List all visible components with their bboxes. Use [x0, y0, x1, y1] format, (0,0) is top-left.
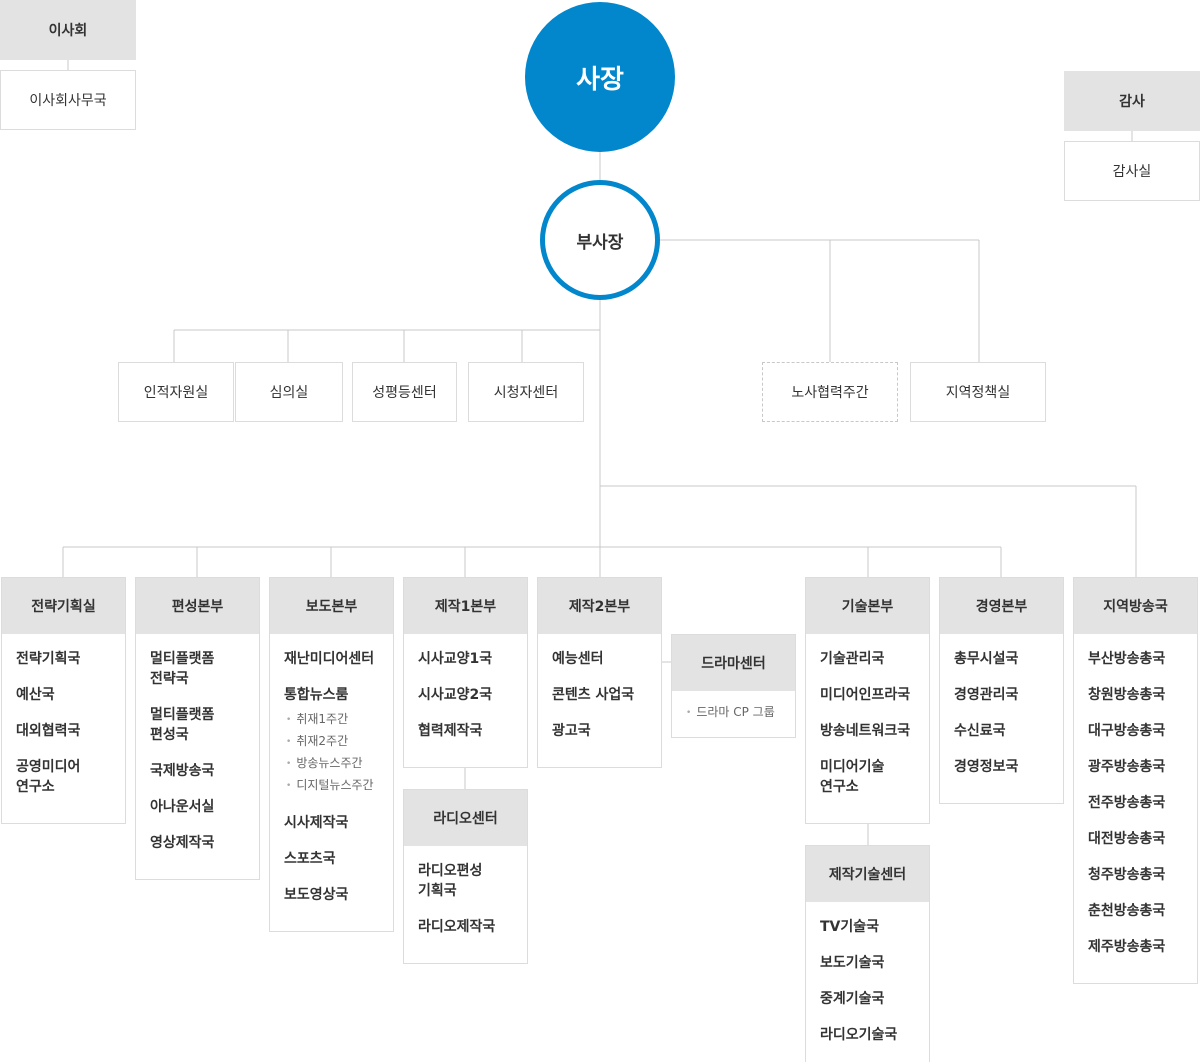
center-drama: 드라마센터 드라마 CP 그룹	[671, 634, 796, 738]
staff-gender-equality-box: 성평등센터	[352, 362, 457, 422]
list-item: 보도영상국	[284, 887, 349, 903]
list-item: 대외협력국	[16, 723, 81, 739]
list-item: 스포츠국	[284, 851, 336, 867]
division-production1-list: 시사교양1국 시사교양2국 협력제작국	[404, 634, 527, 767]
audit-box: 감사	[1064, 71, 1200, 131]
list-item: 청주방송총국	[1088, 867, 1166, 883]
center-radio: 라디오센터 라디오편성 기획국 라디오제작국	[403, 789, 528, 964]
list-item: 멀티플랫폼 전략국	[150, 651, 215, 687]
division-production1-title: 제작1본부	[404, 578, 527, 634]
division-technology-title: 기술본부	[806, 578, 929, 634]
list-item: 통합뉴스룸	[284, 687, 349, 703]
division-technology: 기술본부 기술관리국 미디어인프라국 방송네트워크국 미디어기술 연구소	[805, 577, 930, 824]
list-item: 미디어인프라국	[820, 687, 911, 703]
division-regional-title: 지역방송국	[1074, 578, 1197, 634]
division-production2-title: 제작2본부	[538, 578, 661, 634]
list-item: 라디오제작국	[418, 919, 496, 935]
division-technology-list: 기술관리국 미디어인프라국 방송네트워크국 미디어기술 연구소	[806, 634, 929, 823]
center-drama-list: 드라마 CP 그룹	[672, 691, 795, 737]
sub-list-item: 방송뉴스주간	[284, 753, 379, 775]
division-management: 경영본부 총무시설국 경영관리국 수신료국 경영정보국	[939, 577, 1064, 804]
division-programming: 편성본부 멀티플랫폼 전략국 멀티플랫폼 편성국 국제방송국 아나운서실 영상제…	[135, 577, 260, 880]
list-item: 공영미디어 연구소	[16, 759, 81, 795]
list-item: 방송네트워크국	[820, 723, 911, 739]
list-item: 광주방송총국	[1088, 759, 1166, 775]
division-strategy-title: 전략기획실	[2, 578, 125, 634]
center-radio-title: 라디오센터	[404, 790, 527, 846]
ceo-node: 사장	[525, 2, 675, 152]
center-production-tech-list: TV기술국 보도기술국 중계기술국 라디오기술국	[806, 902, 929, 1062]
center-radio-list: 라디오편성 기획국 라디오제작국	[404, 846, 527, 963]
list-item: 경영정보국	[954, 759, 1019, 775]
sub-list-item: 취재2주간	[284, 731, 379, 753]
division-regional-list: 부산방송총국 창원방송총국 대구방송총국 광주방송총국 전주방송총국 대전방송총…	[1074, 634, 1197, 983]
list-item: 보도기술국	[820, 955, 885, 971]
division-production2-list: 예능센터 콘텐츠 사업국 광고국	[538, 634, 661, 767]
drama-note: 드라마 CP 그룹	[686, 702, 781, 724]
staff-viewer-center-box: 시청자센터	[468, 362, 584, 422]
division-news-list: 재난미디어센터 통합뉴스룸 취재1주간 취재2주간 방송뉴스주간 디지털뉴스주간…	[270, 634, 393, 931]
list-item: 국제방송국	[150, 763, 215, 779]
list-item: 시사교양2국	[418, 687, 493, 703]
vp-node: 부사장	[540, 180, 660, 300]
list-item: 중계기술국	[820, 991, 885, 1007]
list-item: TV기술국	[820, 919, 880, 935]
list-item: 전주방송총국	[1088, 795, 1166, 811]
division-strategy-list: 전략기획국 예산국 대외협력국 공영미디어 연구소	[2, 634, 125, 823]
list-item: 미디어기술 연구소	[820, 759, 885, 795]
list-item: 전략기획국	[16, 651, 81, 667]
list-item: 기술관리국	[820, 651, 885, 667]
division-production2: 제작2본부 예능센터 콘텐츠 사업국 광고국	[537, 577, 662, 768]
vp-label: 부사장	[576, 232, 624, 253]
list-item: 영상제작국	[150, 835, 215, 851]
division-programming-list: 멀티플랫폼 전략국 멀티플랫폼 편성국 국제방송국 아나운서실 영상제작국	[136, 634, 259, 879]
list-item: 예산국	[16, 687, 55, 703]
board-office-box: 이사회사무국	[0, 70, 136, 130]
list-item: 수신료국	[954, 723, 1006, 739]
list-item: 창원방송총국	[1088, 687, 1166, 703]
list-item: 경영관리국	[954, 687, 1019, 703]
list-item: 시사제작국	[284, 815, 349, 831]
list-item: 라디오기술국	[820, 1027, 898, 1043]
list-item: 춘천방송총국	[1088, 903, 1166, 919]
ceo-label: 사장	[576, 64, 624, 95]
division-management-list: 총무시설국 경영관리국 수신료국 경영정보국	[940, 634, 1063, 803]
division-news-title: 보도본부	[270, 578, 393, 634]
list-item: 콘텐츠 사업국	[552, 687, 635, 703]
sub-list-item: 취재1주간	[284, 709, 379, 731]
staff-hr-box: 인적자원실	[118, 362, 234, 422]
sub-list-item: 디지털뉴스주간	[284, 775, 379, 797]
center-drama-title: 드라마센터	[672, 635, 795, 691]
center-production-tech-title: 제작기술센터	[806, 846, 929, 902]
newsroom-sub-list: 취재1주간 취재2주간 방송뉴스주간 디지털뉴스주간	[284, 709, 379, 797]
division-regional: 지역방송국 부산방송총국 창원방송총국 대구방송총국 광주방송총국 전주방송총국…	[1073, 577, 1198, 984]
division-strategy: 전략기획실 전략기획국 예산국 대외협력국 공영미디어 연구소	[1, 577, 126, 824]
division-management-title: 경영본부	[940, 578, 1063, 634]
list-item: 부산방송총국	[1088, 651, 1166, 667]
list-item: 예능센터	[552, 651, 604, 667]
center-production-tech: 제작기술센터 TV기술국 보도기술국 중계기술국 라디오기술국	[805, 845, 930, 1062]
list-item: 대구방송총국	[1088, 723, 1166, 739]
list-item: 대전방송총국	[1088, 831, 1166, 847]
board-box: 이사회	[0, 0, 136, 60]
list-item: 광고국	[552, 723, 591, 739]
list-item: 시사교양1국	[418, 651, 493, 667]
division-news: 보도본부 재난미디어센터 통합뉴스룸 취재1주간 취재2주간 방송뉴스주간 디지…	[269, 577, 394, 932]
list-item: 협력제작국	[418, 723, 483, 739]
staff-labor-box: 노사협력주간	[762, 362, 898, 422]
staff-review-box: 심의실	[235, 362, 343, 422]
audit-office-box: 감사실	[1064, 141, 1200, 201]
division-programming-title: 편성본부	[136, 578, 259, 634]
list-item: 아나운서실	[150, 799, 215, 815]
list-item: 총무시설국	[954, 651, 1019, 667]
list-item: 재난미디어센터	[284, 651, 375, 667]
division-production1: 제작1본부 시사교양1국 시사교양2국 협력제작국	[403, 577, 528, 768]
list-item: 멀티플랫폼 편성국	[150, 707, 215, 743]
list-item: 제주방송총국	[1088, 939, 1166, 955]
list-item: 라디오편성 기획국	[418, 863, 483, 899]
staff-regional-policy-box: 지역정책실	[910, 362, 1046, 422]
